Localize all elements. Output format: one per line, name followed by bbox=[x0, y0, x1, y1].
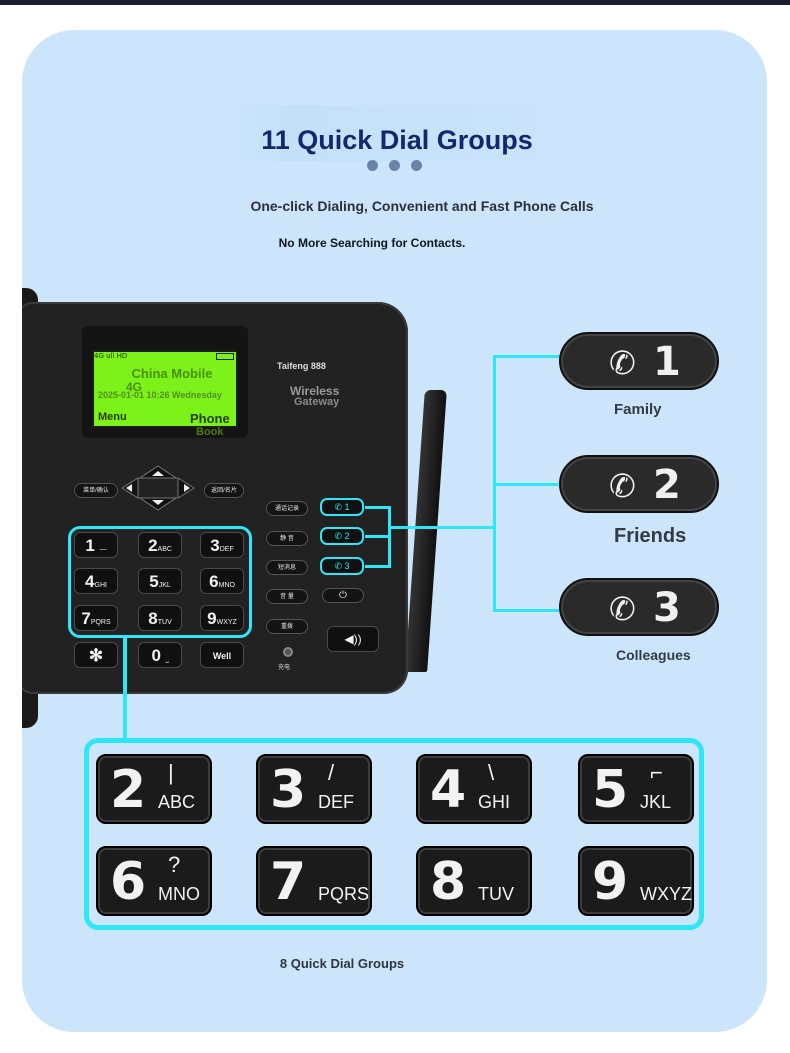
big-key-5: 5⌐JKL bbox=[578, 754, 694, 824]
back-button[interactable]: 返回/名片 bbox=[204, 483, 244, 498]
soft-key-book: Book bbox=[196, 426, 224, 438]
key-1[interactable]: 1 — bbox=[74, 532, 118, 558]
key-8[interactable]: 8TUV bbox=[138, 605, 182, 631]
power-button[interactable]: ⏻ bbox=[322, 588, 364, 603]
page-title: 11 Quick Dial Groups bbox=[261, 125, 533, 155]
phone-icon: ✆ bbox=[609, 468, 636, 504]
speaker-icon: ◀)) bbox=[344, 632, 362, 646]
group-pill-friends: ✆ 2 bbox=[559, 455, 719, 513]
group-label-family: Family bbox=[614, 401, 662, 418]
phone-icon: ✆ bbox=[334, 531, 342, 541]
screen-datetime: 2025-01-01 10:26 Wednesday bbox=[98, 390, 222, 400]
connector-line bbox=[123, 636, 127, 740]
lcd-screen bbox=[92, 350, 238, 428]
connector-line bbox=[493, 355, 561, 358]
soft-key-menu: Menu bbox=[98, 411, 127, 423]
big-key-6: 6?MNO bbox=[96, 846, 212, 916]
keypad-highlight bbox=[68, 526, 252, 638]
tagline: No More Searching for Contacts. bbox=[278, 236, 466, 250]
signal-status: 4G ull HD bbox=[94, 352, 128, 360]
dot bbox=[367, 160, 378, 171]
network-type: 4G bbox=[126, 380, 143, 394]
key-7[interactable]: 7PQRS bbox=[74, 605, 118, 631]
mute-button[interactable]: 静 音 bbox=[266, 531, 308, 546]
connector-line bbox=[365, 535, 391, 538]
dot bbox=[389, 160, 400, 171]
well-button[interactable]: Well bbox=[200, 642, 244, 668]
arrow-down-icon bbox=[152, 500, 164, 505]
arrow-left-icon bbox=[126, 484, 132, 492]
charge-label: 充电 bbox=[278, 665, 291, 671]
group-pill-family: ✆ 1 bbox=[559, 332, 719, 390]
caption: 8 Quick Dial Groups bbox=[279, 956, 405, 971]
connector-line bbox=[493, 609, 561, 612]
key-9[interactable]: 9WXYZ bbox=[200, 605, 244, 631]
key-4[interactable]: 4GHI bbox=[74, 568, 118, 594]
phone-icon: ✆ bbox=[609, 591, 636, 627]
soft-key-phone: Phone bbox=[190, 411, 230, 426]
phone-icon: ✆ bbox=[334, 502, 342, 512]
phone-icon: ✆ bbox=[609, 345, 636, 381]
key-2[interactable]: 2ABC bbox=[138, 532, 182, 558]
connector-line bbox=[388, 506, 391, 568]
big-key-3: 3/DEF bbox=[256, 754, 372, 824]
group-label-colleagues: Colleagues bbox=[616, 647, 691, 663]
connector-line bbox=[493, 483, 561, 486]
charge-led bbox=[283, 647, 293, 657]
nav-pad[interactable] bbox=[120, 464, 196, 512]
key-6[interactable]: 6MNO bbox=[200, 568, 244, 594]
call-log-button[interactable]: 通话记录 bbox=[266, 501, 308, 516]
group-pill-colleagues: ✆ 3 bbox=[559, 578, 719, 636]
big-key-4: 4\GHI bbox=[416, 754, 532, 824]
key-star[interactable]: ✻ bbox=[74, 642, 118, 668]
redial-button[interactable]: 重拨 bbox=[266, 619, 308, 634]
key-5[interactable]: 5JKL bbox=[138, 568, 182, 594]
title-banner: 11 Quick Dial Groups bbox=[217, 105, 577, 161]
menu-ok-button[interactable]: 菜单/确认 bbox=[74, 483, 118, 498]
connector-line bbox=[365, 565, 391, 568]
volume-button[interactable]: 音 量 bbox=[266, 589, 308, 604]
speaker-button[interactable]: ◀)) bbox=[327, 626, 379, 652]
subtitle: One-click Dialing, Convenient and Fast P… bbox=[250, 198, 594, 214]
arrow-right-icon bbox=[184, 484, 190, 492]
key-0[interactable]: 0 ⎵ bbox=[138, 642, 182, 668]
big-key-2: 2|ABC bbox=[96, 754, 212, 824]
quick-key-3[interactable]: ✆ 3 bbox=[320, 557, 364, 575]
dots-divider bbox=[367, 158, 433, 176]
brand-label: Taifeng 888 bbox=[277, 361, 326, 371]
power-icon: ⏻ bbox=[339, 590, 347, 601]
battery-icon bbox=[216, 353, 234, 360]
quick-key-1[interactable]: ✆ 1 bbox=[320, 498, 364, 516]
top-bar bbox=[0, 0, 790, 5]
promo-card: 11 Quick Dial Groups One-click Dialing, … bbox=[22, 30, 767, 1032]
sms-button[interactable]: 短消息 bbox=[266, 560, 308, 575]
antenna bbox=[405, 390, 447, 672]
quick-key-2[interactable]: ✆ 2 bbox=[320, 527, 364, 545]
wireless-label: Wireless bbox=[290, 384, 340, 398]
carrier-name: China Mobile bbox=[131, 366, 213, 381]
connector-line bbox=[365, 506, 391, 509]
gateway-label: Gateway bbox=[294, 396, 340, 408]
dot bbox=[411, 160, 422, 171]
quick-dial-keys-panel bbox=[84, 738, 704, 930]
connector-line bbox=[388, 526, 494, 529]
arrow-up-icon bbox=[152, 471, 164, 476]
phone-icon: ✆ bbox=[334, 561, 342, 571]
key-3[interactable]: 3DEF bbox=[200, 532, 244, 558]
group-label-friends: Friends bbox=[614, 525, 687, 547]
